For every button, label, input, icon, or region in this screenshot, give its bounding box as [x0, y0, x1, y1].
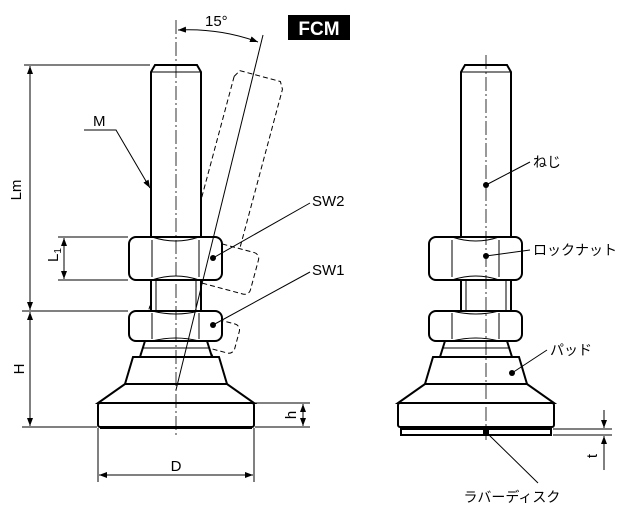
disc-thickness-label: t	[584, 453, 601, 458]
angle-label: 15°	[205, 13, 228, 30]
model-badge: FCM	[288, 15, 350, 40]
rubber-disc	[400, 428, 552, 436]
model-badge-text: FCM	[298, 19, 339, 40]
sw2-label: SW2	[312, 193, 345, 210]
base-height-label: h	[283, 411, 300, 419]
pad	[94, 340, 258, 429]
lower-nut	[128, 310, 223, 342]
right-view: ねじ ロックナット パッド ラバーディスク t	[394, 55, 617, 505]
thread-label: ねじ	[533, 154, 561, 170]
height-label: H	[11, 364, 28, 375]
lm-label: Lm	[8, 180, 25, 201]
locknut-label: ロックナット	[533, 242, 617, 258]
l1-label: L1	[45, 248, 64, 262]
angle-dimension	[177, 26, 259, 43]
pad-label: パッド	[550, 342, 592, 358]
left-view: 15° M Lm L1 H h D SW2 SW1	[8, 13, 345, 482]
diameter-label: D	[171, 458, 182, 475]
rubber-disc-label: ラバーディスク	[464, 489, 561, 505]
thread-size-label: M	[93, 113, 106, 130]
sw1-label: SW1	[312, 262, 345, 279]
